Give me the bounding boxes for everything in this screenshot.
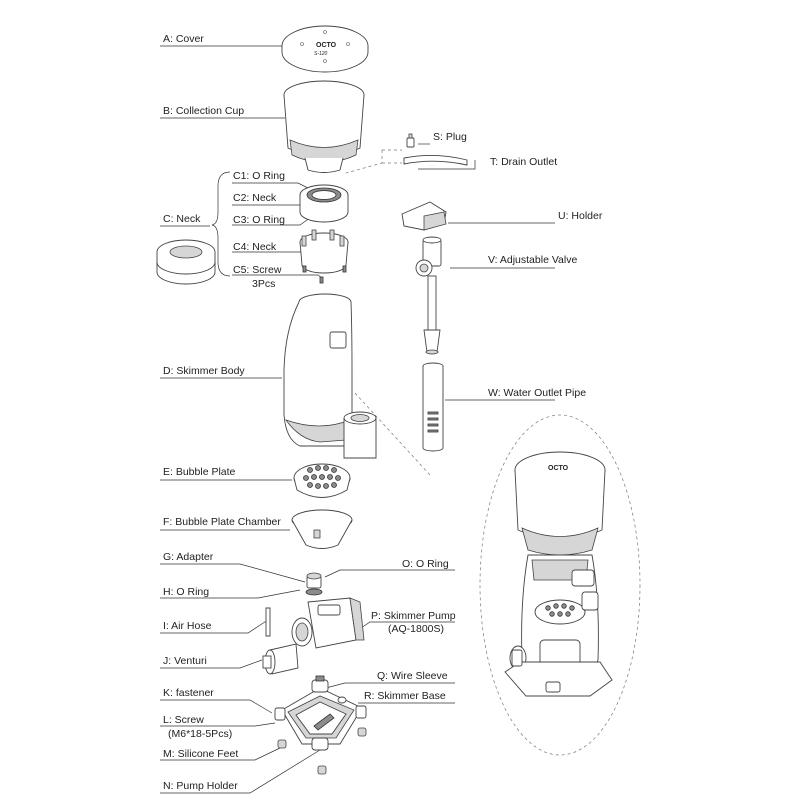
label-screw-c5: C5: Screw: [233, 264, 282, 276]
label-bubble-plate: E: Bubble Plate: [163, 466, 236, 478]
label-neck-c2: C2: Neck: [233, 192, 277, 204]
label-venturi: J: Venturi: [163, 655, 207, 667]
labels-left: A: Cover B: Collection Cup C1: O Ring C2…: [163, 33, 285, 792]
adapter-part: [306, 572, 322, 589]
cover-brand-text: OCTO: [316, 42, 337, 49]
label-screw-spec: (M6*18-5Pcs): [168, 728, 232, 740]
assembled-brand-text: OCTO: [548, 465, 569, 472]
skimmer-pump-part: [291, 597, 365, 649]
bubble-plate-part: [293, 463, 351, 498]
screws-c5-part: [302, 265, 347, 284]
label-cover: A: Cover: [163, 33, 204, 45]
collection-cup-part: [283, 80, 365, 173]
labels-right: S: Plug T: Drain Outlet U: Holder V: Adj…: [364, 131, 603, 702]
assembled-view: OCTO S-120: [479, 414, 641, 756]
neck-c2-part: [299, 184, 349, 223]
label-collection-cup: B: Collection Cup: [163, 105, 244, 117]
label-holder: U: Holder: [558, 210, 603, 222]
neck-c4-part: [299, 229, 349, 274]
label-neck-c: C: Neck: [163, 213, 201, 225]
bubble-plate-chamber-part: [291, 509, 353, 549]
water-outlet-pipe-part: [422, 362, 444, 452]
label-drain-outlet: T: Drain Outlet: [490, 156, 557, 168]
label-o-ring-c3: C3: O Ring: [233, 214, 285, 226]
label-skimmer-base: R: Skimmer Base: [364, 690, 446, 702]
label-wire-sleeve: Q: Wire Sleeve: [377, 670, 448, 682]
label-screw-qty: 3Pcs: [252, 278, 275, 290]
plug-part: [406, 133, 415, 148]
label-bubble-plate-chamber: F: Bubble Plate Chamber: [163, 516, 281, 528]
label-adapter: G: Adapter: [163, 551, 214, 563]
label-o-ring-c1: C1: O Ring: [233, 170, 285, 182]
holder-part: [401, 201, 447, 231]
label-pump-holder: N: Pump Holder: [163, 780, 238, 792]
skimmer-body-part: [283, 293, 377, 459]
label-adjustable-valve: V: Adjustable Valve: [488, 254, 577, 266]
label-o-ring-h: H: O Ring: [163, 586, 209, 598]
label-neck-c4: C4: Neck: [233, 241, 277, 253]
label-o-ring-o: O: O Ring: [402, 558, 449, 570]
label-air-hose: I: Air Hose: [163, 620, 212, 632]
outlet-pipe-slots: [427, 411, 439, 433]
cover-part: OCTO S-120: [281, 25, 369, 73]
o-ring-h-part: [305, 588, 323, 596]
silicone-feet-part: [277, 727, 367, 775]
bubble-plate-holes: [303, 465, 341, 489]
assembled-bubble-holes: [545, 603, 575, 617]
label-skimmer-pump: P: Skimmer Pump: [371, 610, 456, 622]
label-water-outlet-pipe: W: Water Outlet Pipe: [488, 387, 586, 399]
venturi-part: [262, 643, 299, 675]
neck-assembled-part: [156, 239, 216, 285]
wire-sleeve-part: [337, 696, 347, 704]
label-skimmer-body: D: Skimmer Body: [163, 365, 245, 377]
label-pump-model: (AQ-1800S): [388, 623, 444, 635]
skimmer-base-part: [274, 675, 367, 751]
leader-lines-left: [160, 43, 323, 794]
adjustable-valve-part: [415, 236, 442, 355]
drain-outlet-part: [403, 154, 468, 166]
label-plug: S: Plug: [433, 131, 467, 143]
label-screw-l: L: Screw: [163, 714, 204, 726]
label-fastener: K: fastener: [163, 687, 214, 699]
label-silicone-feet: M: Silicone Feet: [163, 748, 238, 760]
air-hose-part: [265, 607, 271, 637]
cover-model-text: S-120: [314, 51, 328, 57]
